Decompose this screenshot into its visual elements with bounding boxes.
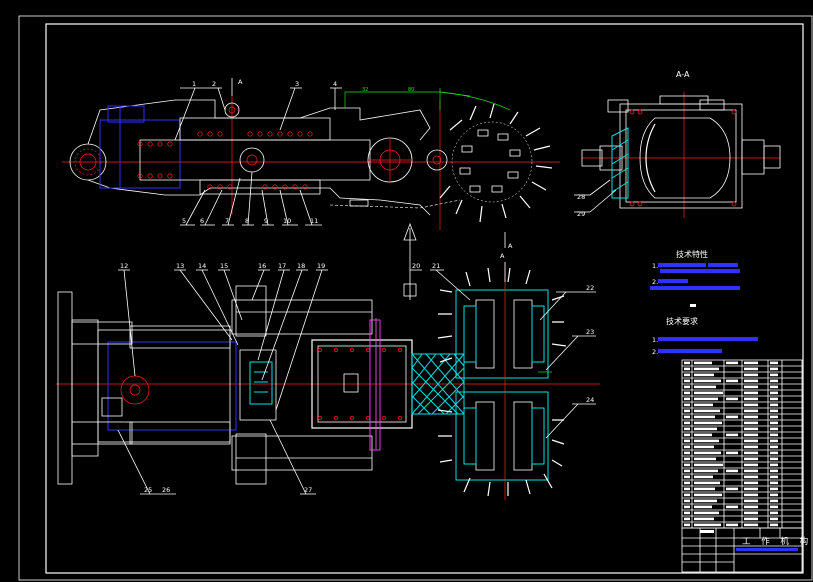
section-mark-a-top: A (238, 78, 243, 86)
section-mark-a-bottom: A (508, 242, 513, 250)
svg-text:32: 32 (362, 87, 368, 93)
section-title: A-A (676, 70, 690, 79)
balloon-18: 18 (297, 262, 305, 270)
balloon-23: 23 (586, 328, 594, 336)
balloon-24: 24 (586, 396, 594, 404)
balloon-1: 1 (192, 80, 196, 88)
technical-notes: 技术特性 1. 2. 技术要求 1. 2. (650, 249, 758, 356)
sheet-border (18, 15, 813, 581)
balloon-25: 25 (144, 486, 152, 494)
plan-view: A (56, 222, 600, 500)
drawing-title: 工 作 机 构 (742, 536, 812, 547)
balloon-6: 6 (200, 217, 204, 225)
tech-characteristics-heading: 技术特性 (676, 249, 708, 259)
tech-char-item-1: 1. (652, 262, 658, 270)
svg-text:80: 80 (408, 87, 414, 93)
balloon-3: 3 (295, 80, 299, 88)
balloon-16: 16 (258, 262, 266, 270)
section-mark-a-plan: A (500, 252, 505, 260)
tech-char-item-2: 2. (652, 278, 658, 286)
balloon-19: 19 (317, 262, 325, 270)
balloons-plan-view: 12 13 14 15 16 17 18 19 20 21 22 23 24 2… (117, 262, 596, 495)
lower-bolt-row (207, 184, 308, 190)
balloon-28: 28 (577, 193, 585, 201)
parts-list (681, 359, 803, 529)
balloon-21: 21 (432, 262, 440, 270)
tech-req-item-1: 1. (652, 336, 658, 344)
tech-requirements-heading: 技术要求 (666, 316, 698, 326)
balloon-5: 5 (182, 217, 186, 225)
balloon-7: 7 (225, 217, 229, 225)
balloons-top-view: 1 2 3 4 5 6 7 8 9 10 11 (174, 80, 342, 226)
balloon-11: 11 (310, 217, 318, 225)
balloon-29: 29 (577, 210, 585, 218)
side-elevation-view: 32 80 A A (62, 78, 560, 250)
balloon-14: 14 (198, 262, 206, 270)
balloon-26: 26 (162, 486, 170, 494)
balloon-12: 12 (120, 262, 128, 270)
balloon-15: 15 (220, 262, 228, 270)
balloon-10: 10 (283, 217, 291, 225)
section-a-a-view: A-A 28 29 (574, 70, 781, 218)
balloon-22: 22 (586, 284, 594, 292)
cutting-drum-picks-elevation (439, 103, 553, 223)
balloon-17: 17 (278, 262, 286, 270)
title-block: 工 作 机 构 (681, 527, 812, 573)
upper-bolt-row (137, 131, 313, 179)
balloon-13: 13 (176, 262, 184, 270)
balloon-2: 2 (212, 80, 216, 88)
tech-req-item-2: 2. (652, 348, 658, 356)
balloon-4: 4 (333, 80, 337, 88)
cutting-drum-picks-plan (437, 267, 567, 497)
balloon-20: 20 (412, 262, 420, 270)
balloon-8: 8 (245, 217, 249, 225)
balloon-9: 9 (264, 217, 268, 225)
balloon-27: 27 (304, 486, 312, 494)
